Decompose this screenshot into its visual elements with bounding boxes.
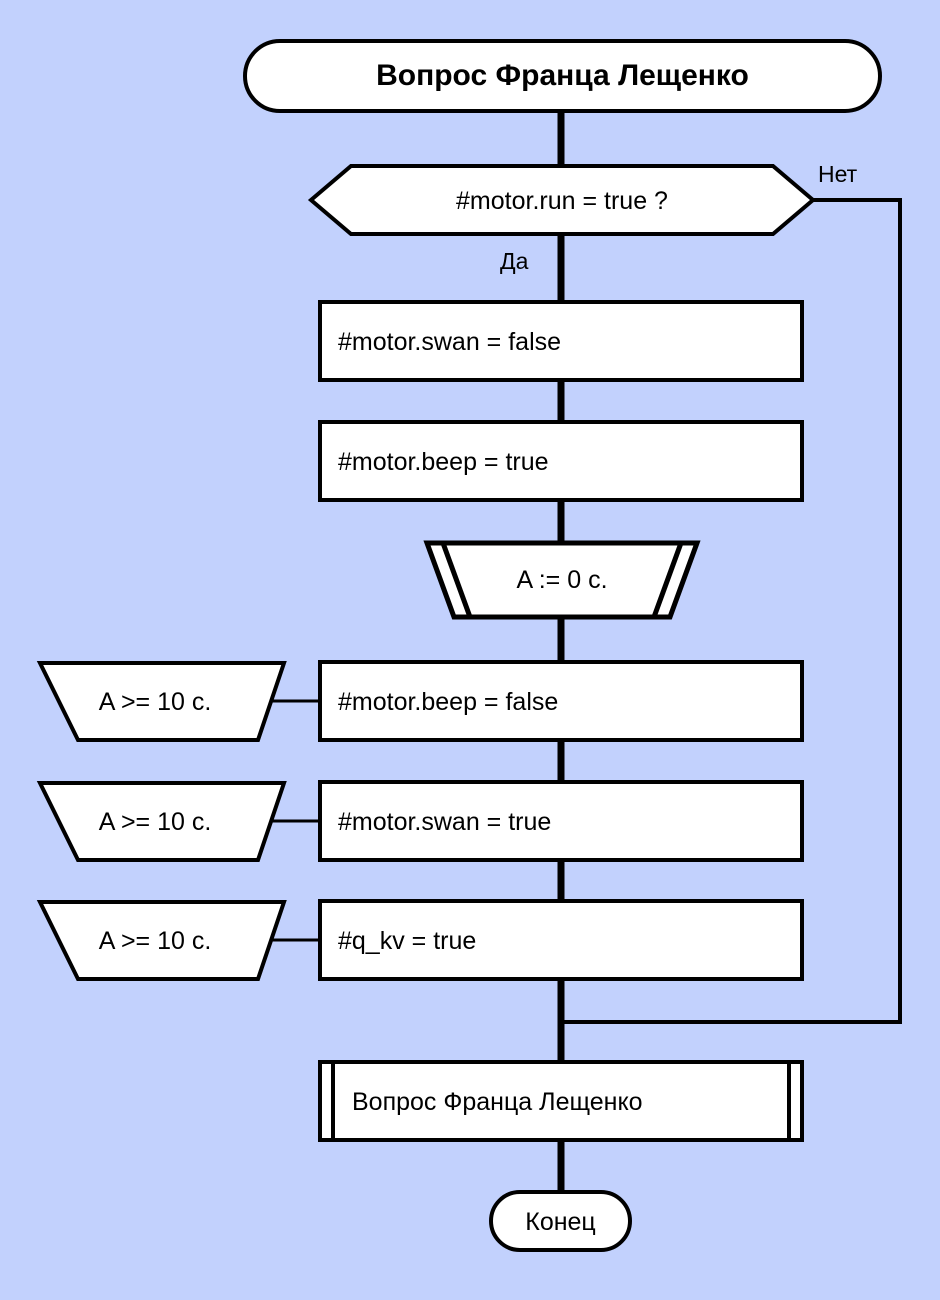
- process-node-shape-step5[interactable]: [318, 899, 804, 981]
- edge-label-no: Нет: [818, 161, 858, 187]
- condition-node-shape-cond3[interactable]: [36, 900, 287, 981]
- edge-label-yes: Да: [500, 248, 529, 274]
- connector-lines: [267, 110, 902, 1192]
- decision-node-shape[interactable]: [307, 164, 817, 236]
- process-node-shape-step3[interactable]: [318, 660, 804, 742]
- condition-node-shape-cond2[interactable]: [36, 781, 287, 862]
- subroutine-node-shape[interactable]: [318, 1060, 804, 1142]
- timer-reset-node-shape[interactable]: [423, 540, 701, 620]
- process-node-shape-step4[interactable]: [318, 780, 804, 862]
- edge-no-branch: [561, 198, 902, 1024]
- process-node-shape-step1[interactable]: [318, 300, 804, 382]
- start-node-shape[interactable]: [243, 39, 882, 113]
- end-node-shape[interactable]: [489, 1190, 632, 1252]
- condition-node-shape-cond1[interactable]: [36, 661, 287, 742]
- process-node-shape-step2[interactable]: [318, 420, 804, 502]
